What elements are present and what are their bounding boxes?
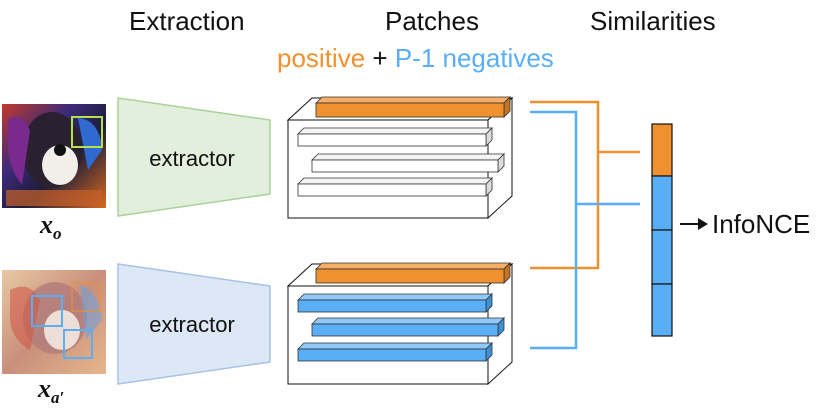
patch-bar-negative-1 — [297, 293, 493, 313]
label-x-original: xo — [40, 210, 62, 244]
header-patches: Patches — [385, 6, 479, 36]
extractor-top — [117, 97, 271, 217]
extractor-bottom-label: extractor — [149, 312, 235, 337]
patch-box-positive — [71, 116, 103, 148]
legend-negatives: P-1 negatives — [394, 43, 554, 73]
patch-box-neg-1 — [31, 295, 63, 327]
patch-bar-white-3 — [297, 177, 493, 197]
extractor-bottom — [117, 263, 271, 385]
patch-bar-positive-top — [315, 96, 511, 118]
patch-box-neg-2 — [63, 329, 93, 359]
input-image-augmented — [2, 270, 106, 374]
similarity-cell-negative-2 — [651, 229, 673, 285]
similarity-cell-negative-3 — [651, 283, 673, 337]
similarity-cell-negative-1 — [651, 175, 673, 231]
header-extraction: Extraction — [129, 6, 245, 36]
similarity-vector — [651, 123, 673, 337]
patch-bar-positive-bottom — [315, 262, 511, 284]
input-image-original — [2, 104, 106, 208]
legend-positive: positive — [277, 43, 366, 73]
patch-cube-top — [286, 96, 514, 220]
connector-positive — [530, 100, 640, 270]
patch-box-pos-aug — [71, 282, 101, 312]
legend: positive + P-1 negatives — [277, 43, 554, 74]
legend-plus: + — [372, 43, 388, 73]
similarity-cell-positive — [651, 123, 673, 177]
infonce-label: InfoNCE — [712, 209, 810, 239]
connector-negative — [530, 110, 640, 350]
header-similarities: Similarities — [590, 6, 716, 36]
label-x-augmented: xa′ — [38, 374, 65, 408]
extractor-top-label: extractor — [149, 146, 235, 171]
patch-bar-white-1 — [297, 127, 493, 147]
patch-bar-negative-3 — [297, 342, 493, 362]
patch-bar-white-2 — [311, 153, 505, 173]
patch-bar-negative-2 — [311, 317, 505, 337]
patch-cube-bottom — [286, 262, 514, 386]
arrow-icon — [680, 218, 708, 230]
